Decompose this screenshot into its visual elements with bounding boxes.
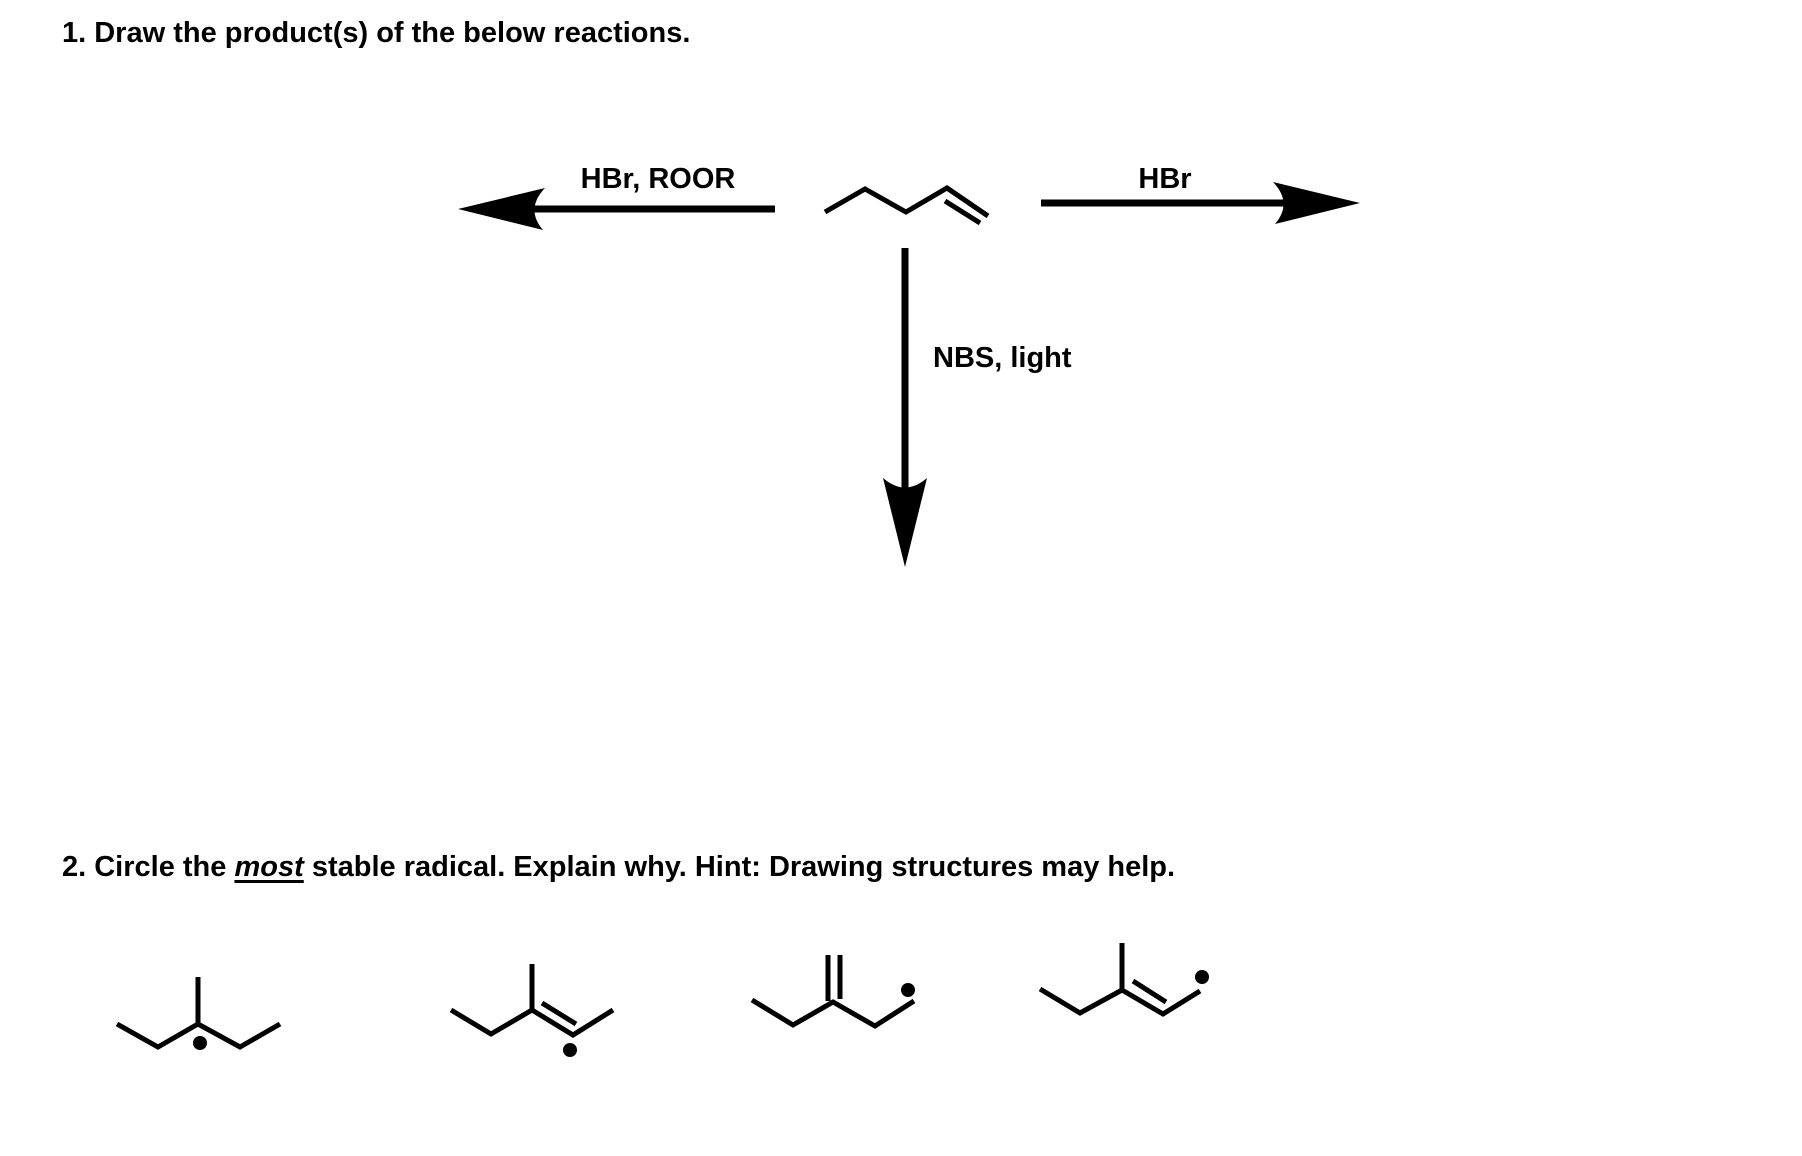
question-2-prompt-emphasis: most: [234, 851, 304, 883]
double-bond-inner-line: [943, 198, 982, 226]
double-bond-inner-line: [1131, 978, 1168, 1005]
double-bond-inner-line: [540, 1000, 578, 1027]
radical-dot: [1195, 970, 1209, 984]
down-reaction-arrow: [883, 248, 927, 567]
left-arrowhead-icon: [458, 188, 545, 230]
question-1-prompt: 1. Draw the product(s) of the below reac…: [62, 17, 691, 49]
question-2-prompt: 2. Circle the most stable radical. Expla…: [62, 851, 1175, 884]
radical-structure-primary-methylene: [750, 955, 916, 1029]
question-2-prompt-suffix: stable radical. Explain why. Hint: Drawi…: [303, 851, 1176, 883]
substrate-molecule-1-pentene: [823, 185, 990, 226]
left-reaction-arrow: [458, 188, 775, 230]
radical-structure-tertiary: [115, 977, 282, 1050]
radical-structure-vinylic: [449, 964, 615, 1057]
radical-dot: [563, 1043, 577, 1057]
right-arrow-reagent-label: HBr: [1138, 163, 1192, 195]
down-arrow-reagent-label: NBS, light: [933, 342, 1072, 374]
radical-dot: [193, 1036, 207, 1050]
question-2-prompt-prefix: 2. Circle the: [62, 851, 235, 883]
right-arrowhead-icon: [1273, 182, 1360, 224]
down-arrowhead-icon: [883, 478, 927, 567]
right-reaction-arrow: [1041, 182, 1360, 224]
radical-structure-allylic: [1038, 943, 1209, 1017]
left-arrow-reagent-label: HBr, ROOR: [580, 163, 736, 195]
radical-dot: [901, 983, 915, 997]
